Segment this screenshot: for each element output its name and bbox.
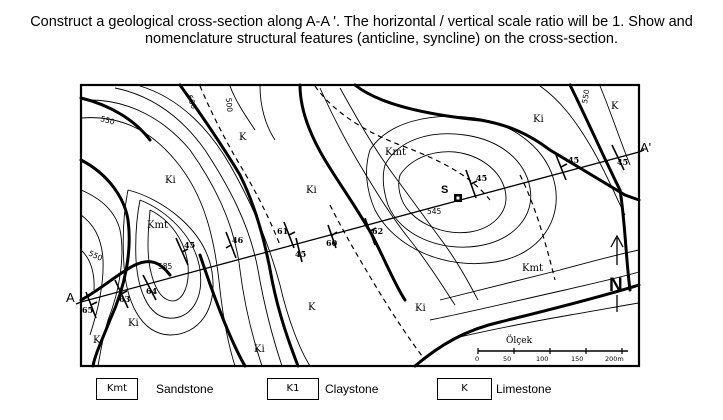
contour-labels: 550 550 600 500 550 585 545: [87, 88, 591, 271]
contour-label: 500: [224, 97, 234, 112]
dip-label: 45: [184, 240, 195, 250]
legend-code: Kmt: [96, 378, 138, 400]
dip-label: 45: [295, 249, 306, 259]
section-end-label: A': [640, 140, 651, 155]
section-line-a-a: [80, 151, 640, 303]
scale-tick: 100: [536, 355, 548, 363]
dip-label: 62: [372, 226, 383, 236]
north-arrow-icon: [610, 234, 624, 312]
contour-label: 550: [99, 114, 115, 126]
scale-title: Ölçek: [506, 334, 533, 346]
dip-labels: 65 63 64 45 46 61 45 60 62 45 45 45: [82, 155, 628, 315]
legend-name: Limestone: [496, 382, 552, 396]
unit-label: Ki: [415, 303, 426, 314]
instructions-text: Construct a geological cross-section alo…: [0, 14, 723, 48]
instructions-line-1: Construct a geological cross-section alo…: [30, 14, 693, 30]
point-s-label: S: [441, 184, 448, 196]
north-label: N: [609, 275, 623, 296]
dip-label: 45: [617, 157, 628, 167]
contour-label: 550: [580, 88, 591, 104]
legend-name: Claystone: [325, 382, 379, 396]
legend-name: Sandstone: [156, 382, 214, 396]
unit-label: K: [611, 101, 619, 112]
dip-label: 60: [326, 238, 338, 248]
dip-label: 45: [568, 155, 579, 165]
legend-code: K: [437, 378, 492, 400]
contour-label: 545: [427, 207, 442, 216]
dip-label: 63: [119, 294, 131, 304]
unit-label: Ki: [128, 318, 139, 329]
unit-label: Ki: [254, 344, 265, 355]
unit-label: Ki: [533, 114, 544, 125]
unit-label: Ki: [306, 185, 317, 196]
scale-tick: 50: [503, 355, 511, 363]
strike-dip-symbols: [85, 144, 625, 319]
legend-code: K1: [267, 378, 319, 400]
unit-label: Ki: [165, 175, 176, 186]
section-start-label: A: [66, 290, 75, 305]
contour-lines: [80, 85, 640, 367]
unit-label: Kmt: [385, 147, 406, 158]
dip-label: 65: [82, 305, 93, 315]
dip-label: 61: [277, 226, 288, 236]
scale-bar: [477, 348, 628, 354]
scale-ticks: 0 50 100 150 200m: [475, 355, 624, 363]
scale-tick: 200m: [605, 355, 624, 363]
scale-tick: 150: [571, 355, 583, 363]
unit-label: K: [93, 335, 101, 346]
instructions-line-2: nomenclature structural features (anticl…: [144, 31, 619, 47]
dip-label: 64: [146, 286, 158, 296]
map-frame: [79, 83, 641, 368]
unit-label: Kmt: [522, 263, 543, 274]
contour-label: 585: [158, 262, 173, 271]
unit-label: K: [239, 132, 247, 143]
formation-labels: Ki Kmt Ki K K Ki Kmt Ki K Kmt K Ki Ki: [93, 101, 619, 355]
unit-label: K: [308, 302, 316, 313]
scale-tick: 0: [475, 355, 479, 363]
dip-label: 46: [232, 235, 244, 245]
dip-label: 45: [476, 173, 487, 183]
unit-label: Kmt: [147, 220, 168, 231]
